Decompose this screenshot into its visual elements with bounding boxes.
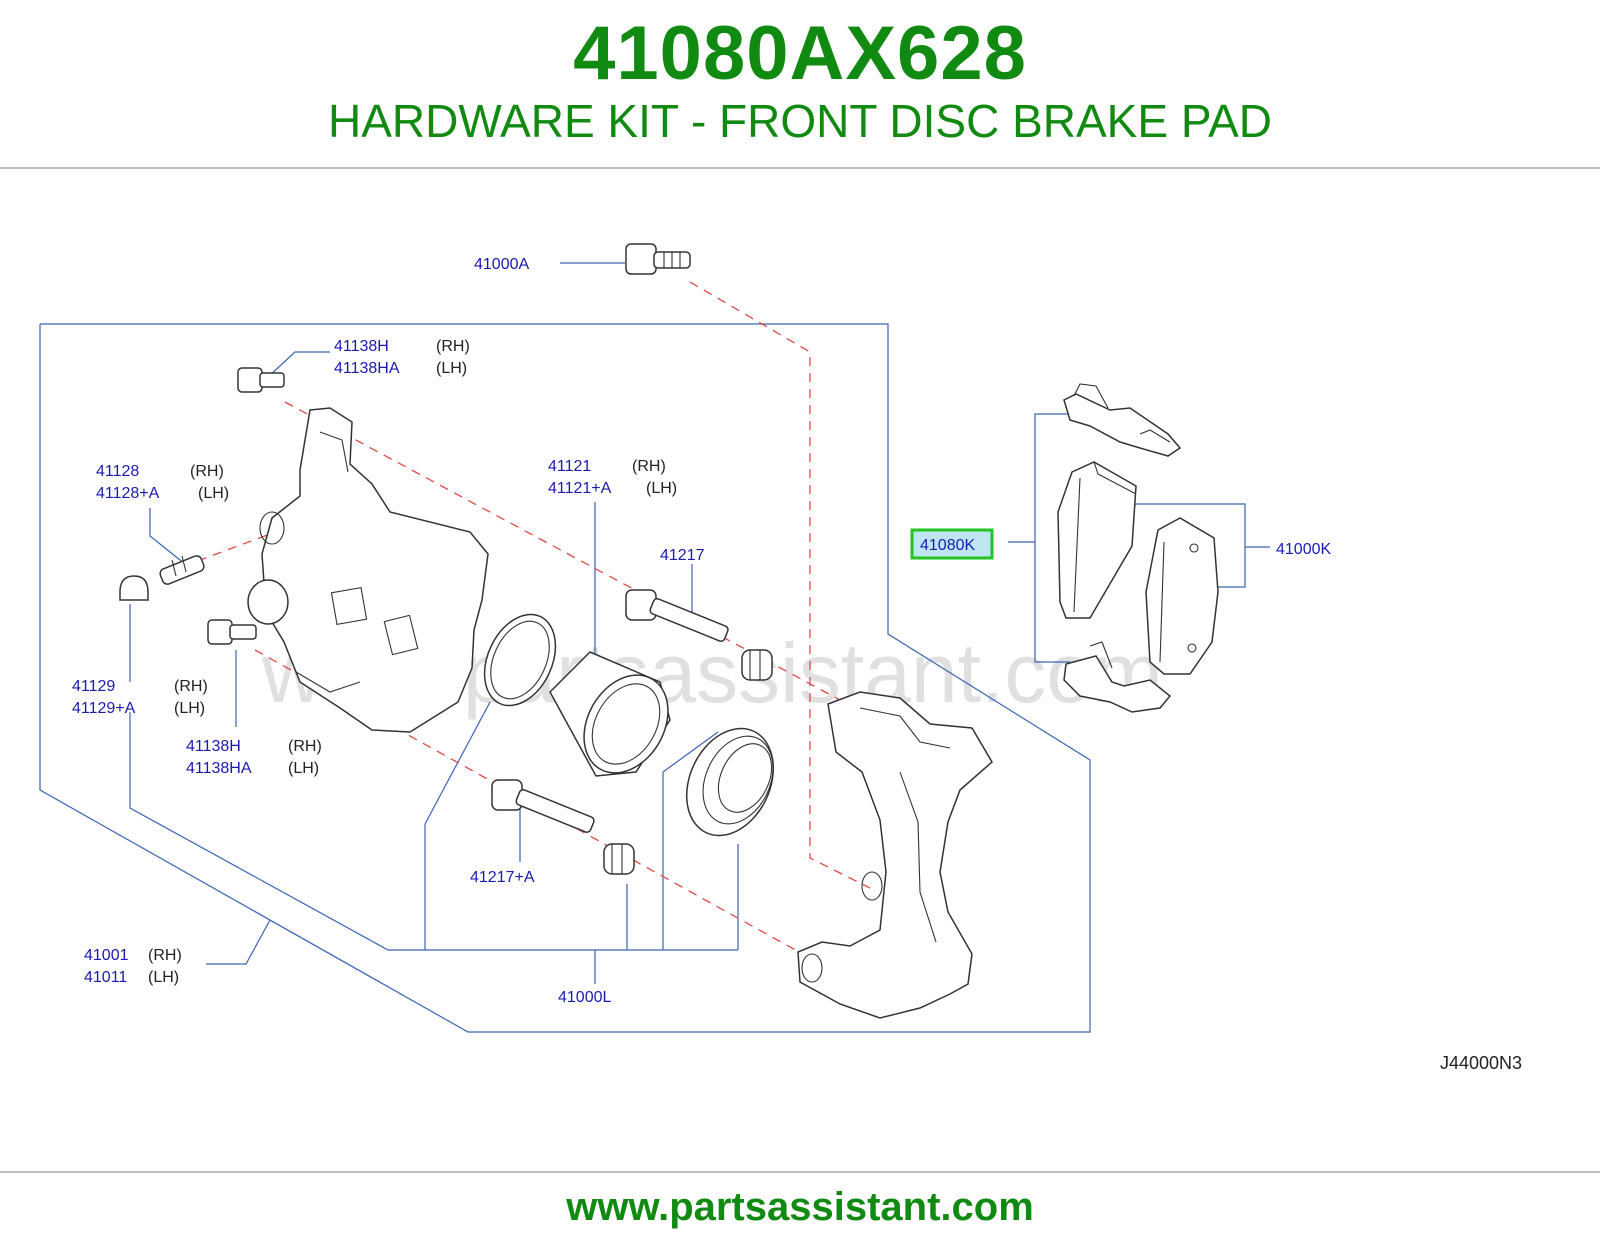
callout-41000L[interactable]: 41000L: [558, 989, 611, 1006]
exploded-parts-diagram: www.partsassistant.com: [39, 243, 1522, 1073]
callout-41128[interactable]: 41128: [96, 463, 139, 480]
part-description: HARDWARE KIT - FRONT DISC BRAKE PAD: [328, 95, 1272, 147]
callout-41217[interactable]: 41217: [660, 547, 705, 564]
callout-41128A[interactable]: 41128+A: [96, 485, 160, 502]
footer-divider: [0, 1171, 1600, 1173]
callout-41138H-upper[interactable]: 41138H: [334, 338, 389, 355]
pin-boot-upper-icon: [741, 649, 773, 681]
side-lh-41011: (LH): [148, 969, 179, 986]
pad-kit-bracket: [1034, 413, 1070, 663]
bolt-41138H-upper-icon: [237, 367, 285, 393]
callout-41129A[interactable]: 41129+A: [72, 700, 136, 717]
callout-41121A[interactable]: 41121+A: [548, 480, 612, 497]
side-rh-41001: (RH): [148, 947, 182, 964]
header-divider: [0, 167, 1600, 169]
side-lh-41129A: (LH): [174, 700, 205, 717]
slide-pin-41217A-icon: [491, 779, 595, 833]
caliper-body-bracket: [129, 712, 738, 951]
diagram-reference-code: J44000N3: [1440, 1053, 1522, 1073]
side-rh-41128: (RH): [190, 463, 224, 480]
side-rh-41138H-upper: (RH): [436, 338, 470, 355]
pin-boot-lower-icon: [603, 843, 635, 875]
pad-clip-lower-icon: [1063, 641, 1172, 713]
page-header: 41080AX628 HARDWARE KIT - FRONT DISC BRA…: [0, 0, 1600, 170]
callout-41000K[interactable]: 41000K: [1276, 541, 1331, 558]
side-rh-41129: (RH): [174, 678, 208, 695]
part-number-title: 41080AX628: [573, 11, 1027, 96]
callout-41080K[interactable]: 41080K: [920, 537, 975, 554]
pad-clip-upper-icon: [1063, 383, 1182, 457]
piston-dust-boot-icon: [685, 727, 775, 837]
callout-41138HA-lower[interactable]: 41138HA: [186, 760, 252, 777]
callout-41001[interactable]: 41001: [84, 947, 129, 964]
callout-41000A[interactable]: 41000A: [474, 256, 529, 273]
side-lh-41121A: (LH): [646, 480, 677, 497]
caliper-assembly-outline: [39, 323, 1091, 1033]
side-lh-41138HA-upper: (LH): [436, 360, 467, 377]
side-rh-41121: (RH): [632, 458, 666, 475]
bleeder-cap-41129-icon: [119, 575, 149, 601]
bolt-41138H-lower-icon: [207, 619, 257, 645]
side-lh-41138HA-lower: (LH): [288, 760, 319, 777]
footer-website-link[interactable]: www.partsassistant.com: [566, 1185, 1034, 1229]
caliper-body-icon: [247, 407, 489, 733]
callout-41129[interactable]: 41129: [72, 678, 115, 695]
callout-41011[interactable]: 41011: [84, 969, 127, 986]
piston-seal-ring-icon: [483, 613, 557, 707]
highlighted-part-box[interactable]: [910, 528, 994, 560]
bolt-41000A-icon: [625, 243, 691, 275]
side-lh-41128A: (LH): [198, 485, 229, 502]
slide-pin-41217-icon: [625, 589, 729, 642]
brake-pad-inner-icon: [1057, 461, 1137, 619]
piston-41121-icon: [549, 651, 671, 777]
brake-pad-outer-icon: [1145, 517, 1219, 675]
side-rh-41138H-lower: (RH): [288, 738, 322, 755]
bleeder-screw-41128-icon: [159, 555, 205, 585]
callout-41217A[interactable]: 41217+A: [470, 869, 535, 886]
callout-41121[interactable]: 41121: [548, 458, 591, 475]
callout-41138HA-upper[interactable]: 41138HA: [334, 360, 400, 377]
callout-41138H-lower[interactable]: 41138H: [186, 738, 241, 755]
caliper-bracket-icon: [797, 691, 993, 1019]
